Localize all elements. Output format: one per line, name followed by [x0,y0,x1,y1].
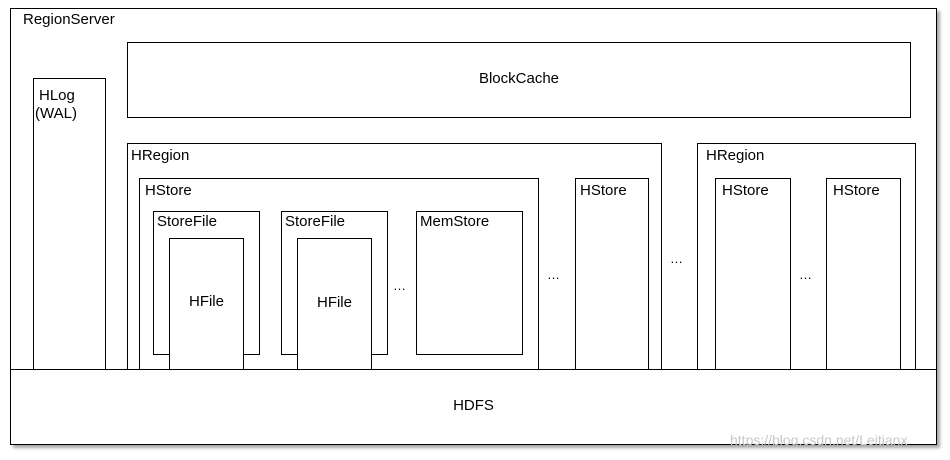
memstore-box [416,211,523,355]
hstore-label: HStore [833,182,880,199]
hstore-label: HStore [722,182,769,199]
ellipsis: … [547,267,561,282]
ellipsis: … [393,278,407,293]
watermark: https://blog.csdn.net/Leitianx [730,432,908,448]
hstore-box [715,178,791,371]
hdfs-label: HDFS [453,397,494,414]
hfile-label: HFile [316,294,352,311]
ellipsis: … [799,267,813,282]
ellipsis: … [670,251,684,266]
hstore-label: HStore [145,182,192,199]
hfile-box [297,238,372,371]
hfile-label: HFile [188,293,224,310]
hstore-box [575,178,649,371]
storefile-label: StoreFile [285,213,346,230]
block-cache-box [127,42,911,118]
region-server-label: RegionServer [23,11,115,28]
hregion-label: HRegion [131,147,190,164]
hdfs-box [10,369,937,445]
hregion-label: HRegion [706,147,765,164]
hfile-box [169,238,244,371]
hstore-box [826,178,901,371]
block-cache-label: BlockCache [478,70,560,87]
hlog-box [33,78,106,370]
hlog-wal-label: (WAL) [35,105,77,122]
storefile-label: StoreFile [157,213,218,230]
hstore-label: HStore [580,182,627,199]
memstore-label: MemStore [420,213,490,230]
hlog-label: HLog [39,87,75,104]
